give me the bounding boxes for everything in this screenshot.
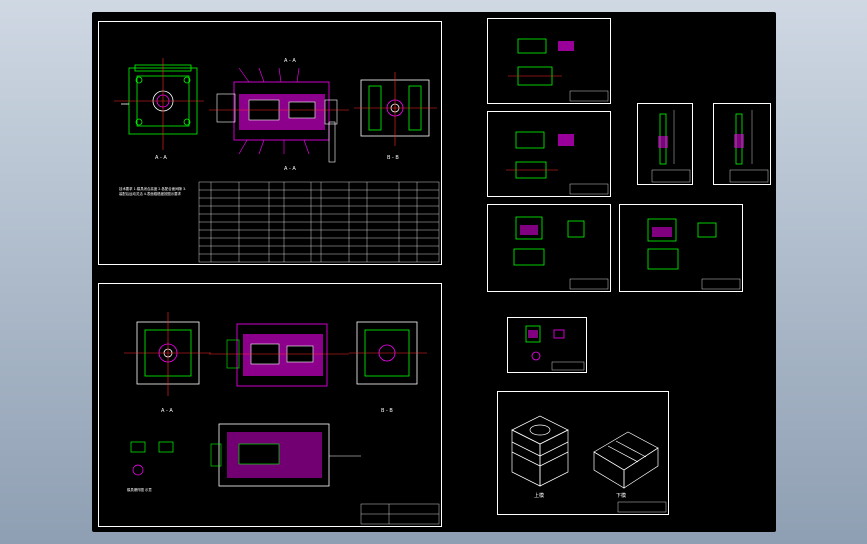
part-3-graphics xyxy=(651,110,691,183)
isometric-lower-mold xyxy=(593,431,659,489)
isometric-upper-mold xyxy=(511,415,569,487)
part-7-graphics xyxy=(525,325,585,371)
sheet-part-5[interactable] xyxy=(487,204,611,292)
sheet-assembly-top[interactable]: A - A A - A B - B A - A 技术要求 1.模具闭合高度 2.… xyxy=(98,21,442,265)
sheet-part-1[interactable] xyxy=(487,18,611,104)
exploded-section xyxy=(210,423,361,487)
section-mark: A - A xyxy=(284,58,296,64)
view-label-center: A - A xyxy=(284,166,296,172)
sheet-part-4[interactable] xyxy=(713,103,771,185)
part-1-graphics xyxy=(508,38,609,102)
view-label-right: B - B xyxy=(387,155,399,161)
iso-caption-upper: 上模 xyxy=(534,493,545,499)
assembly-top-graphics xyxy=(114,58,440,263)
drawing-canvas[interactable]: A - A A - A B - B A - A 技术要求 1.模具闭合高度 2.… xyxy=(92,12,776,532)
sheet-part-3[interactable] xyxy=(637,103,693,185)
view-label-left: A - A xyxy=(155,155,167,161)
section-view-b xyxy=(226,323,328,387)
section-view-center xyxy=(216,67,338,163)
assembly-bottom-graphics xyxy=(124,312,440,525)
title-block-bottom xyxy=(360,503,440,525)
plan-view-left xyxy=(121,64,198,135)
small-caption: 模具爆炸图 示意 xyxy=(127,488,152,492)
sheet-part-6[interactable] xyxy=(619,204,743,292)
isometric-graphics xyxy=(511,415,667,513)
iso-caption-lower: 下模 xyxy=(616,493,627,499)
part-2-graphics xyxy=(506,131,609,195)
view-label-a: A - A xyxy=(161,408,173,414)
tech-notes: 技术要求 1.模具闭合高度 2.各配合面间隙 3.装配后运动灵活 4.表面粗糙度… xyxy=(119,187,187,196)
small-part-detail xyxy=(130,441,174,476)
sheet-part-2[interactable] xyxy=(487,111,611,197)
part-5-graphics xyxy=(513,216,609,290)
view-label-b: B - B xyxy=(381,408,393,414)
part-6-graphics xyxy=(647,218,741,290)
parts-table-grid xyxy=(198,181,440,263)
sheet-isometric[interactable]: 上模 下模 xyxy=(497,391,669,515)
sheet-assembly-bottom[interactable]: A - A B - B 模具爆炸图 示意 xyxy=(98,283,442,527)
part-4-graphics xyxy=(729,110,769,183)
sheet-part-7[interactable] xyxy=(507,317,587,373)
